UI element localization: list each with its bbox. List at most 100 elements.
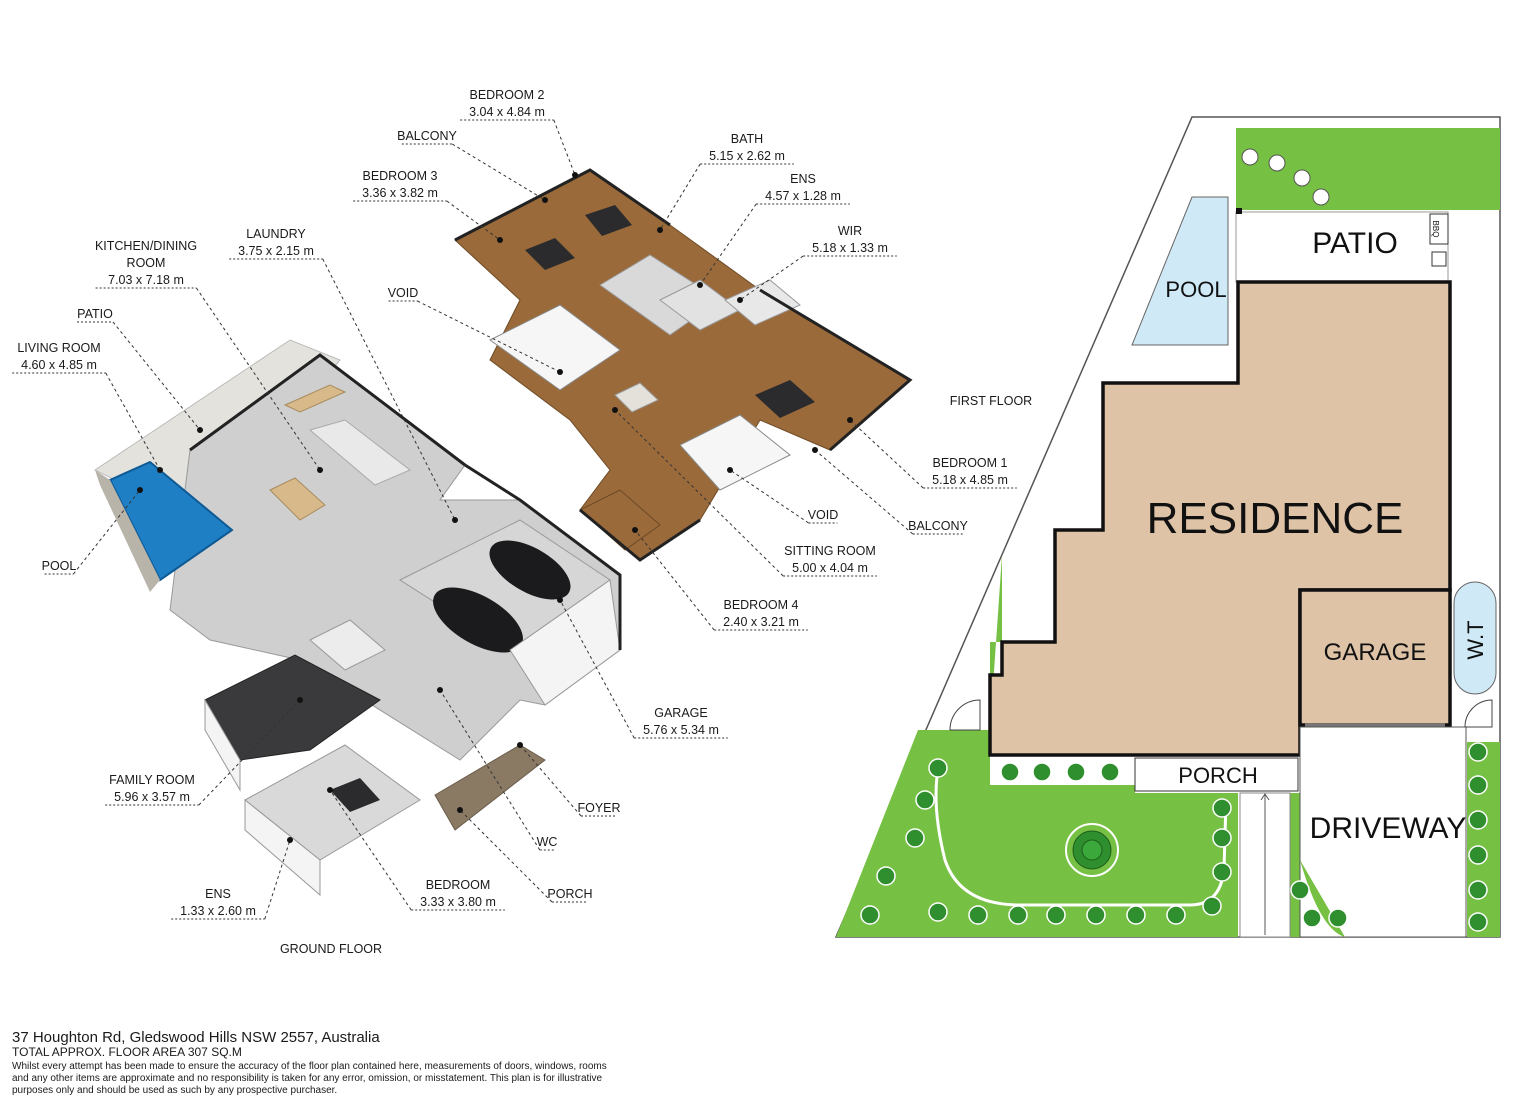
room-label-wc-20: WC	[437, 687, 557, 851]
shrub	[1100, 762, 1120, 782]
room-label-void-10: VOID	[388, 286, 563, 375]
room-label-porch-21: PORCH	[457, 807, 593, 903]
ground-floor-title: GROUND FLOOR	[280, 942, 382, 956]
leader-line	[322, 258, 456, 521]
shrub	[1212, 798, 1232, 818]
room-label-bedroom-1-11: BEDROOM 15.18 x 4.85 m	[847, 417, 1017, 489]
site-driveway	[1299, 726, 1467, 938]
shrub	[1468, 775, 1488, 795]
shrub	[915, 790, 935, 810]
leader-dot	[517, 742, 523, 748]
porch-3d	[434, 744, 546, 831]
ground-floor-3d	[94, 339, 622, 897]
site-water-tank	[1453, 581, 1497, 695]
room-label-bedroom-4-16: BEDROOM 42.40 x 3.21 m	[632, 527, 808, 631]
site-pool	[1131, 196, 1229, 346]
leader-dot	[287, 837, 293, 843]
shrub	[876, 866, 896, 886]
leader-dot	[557, 597, 563, 603]
bbq-label: BBQ	[1431, 221, 1440, 238]
room-dimensions: 3.75 x 2.15 m	[238, 244, 314, 258]
room-dimensions: 7.03 x 7.18 m	[108, 273, 184, 287]
room-name: SITTING ROOM	[784, 544, 876, 558]
leader-line	[459, 809, 553, 903]
leader-line	[264, 839, 291, 920]
room-dimensions: 1.33 x 2.60 m	[180, 904, 256, 918]
leader-line	[105, 372, 161, 471]
room-label-bedroom-2-0: BEDROOM 23.04 x 4.84 m	[460, 88, 578, 178]
leader-dot	[727, 467, 733, 473]
leader-dot	[657, 227, 663, 233]
shrub	[1212, 862, 1232, 882]
shrub	[1468, 912, 1488, 932]
room-label-wir-5: WIR 5.18 x 1.33 m	[737, 224, 897, 303]
shrub	[928, 902, 948, 922]
room-dimensions: 3.04 x 4.84 m	[469, 105, 545, 119]
car-2	[433, 587, 523, 653]
room-label-patio-8: PATIO	[77, 307, 203, 433]
leader-dot	[452, 517, 458, 523]
leader-line	[553, 119, 576, 176]
front-steps	[1239, 792, 1291, 938]
room-name: WIR	[838, 224, 862, 238]
room-dimensions: 5.00 x 4.04 m	[792, 561, 868, 575]
room-name: GARAGE	[654, 706, 708, 720]
shrub	[1302, 908, 1322, 928]
disclaimer: Whilst every attempt has been made to en…	[12, 1061, 607, 1096]
leader-line	[439, 689, 541, 851]
leader-dot	[297, 697, 303, 703]
shrub	[1032, 762, 1052, 782]
room-dimensions: 3.33 x 3.80 m	[420, 895, 496, 909]
room-name: FOYER	[577, 801, 620, 815]
site-residence-label: RESIDENCE	[1147, 494, 1404, 543]
leader-dot	[327, 787, 333, 793]
leader-dot	[632, 527, 638, 533]
room-dimensions: 5.18 x 1.33 m	[812, 241, 888, 255]
shrub	[1066, 762, 1086, 782]
leader-line	[112, 321, 201, 431]
leader-line	[446, 200, 501, 241]
room-dimensions: 5.15 x 2.62 m	[709, 149, 785, 163]
property-address: 37 Houghton Rd, Gledswood Hills NSW 2557…	[12, 1029, 380, 1046]
first-floor-title: FIRST FLOOR	[950, 394, 1032, 408]
total-floor-area: TOTAL APPROX. FLOOR AREA 307 SQ.M	[12, 1045, 242, 1059]
lawn-right	[1467, 742, 1500, 937]
first-floor-3d	[454, 168, 913, 562]
room-dimensions: 3.36 x 3.82 m	[362, 186, 438, 200]
room-name: POOL	[42, 559, 77, 573]
leader-dot	[457, 807, 463, 813]
shrubs	[860, 742, 1488, 932]
room-dimensions: 4.57 x 1.28 m	[765, 189, 841, 203]
leader-line	[739, 255, 804, 301]
shrub	[1202, 896, 1222, 916]
leader-dot	[542, 197, 548, 203]
stepping-stones	[1241, 148, 1330, 206]
shrub	[1468, 810, 1488, 830]
shrub	[1166, 905, 1186, 925]
shrub	[1290, 880, 1310, 900]
car-1	[489, 540, 571, 600]
leader-line	[634, 529, 715, 631]
site-patio	[1235, 211, 1449, 283]
shrub	[860, 905, 880, 925]
leader-line	[195, 287, 321, 471]
room-name: FAMILY ROOM	[109, 773, 195, 787]
room-label-balcony-13: BALCONY	[812, 447, 969, 535]
site-driveway-label: DRIVEWAY	[1310, 812, 1467, 845]
room-name-line-2: ROOM	[127, 256, 166, 270]
void-upper	[489, 304, 621, 391]
leader-line	[729, 469, 809, 524]
shrub	[1126, 905, 1146, 925]
lawn-top	[1236, 128, 1500, 210]
room-label-balcony-1: BALCONY	[397, 129, 548, 203]
lawn-left	[836, 555, 1238, 937]
leader-dot	[157, 467, 163, 473]
room-name: VOID	[808, 508, 839, 522]
room-name: BEDROOM 1	[932, 456, 1007, 470]
leader-dot	[847, 417, 853, 423]
